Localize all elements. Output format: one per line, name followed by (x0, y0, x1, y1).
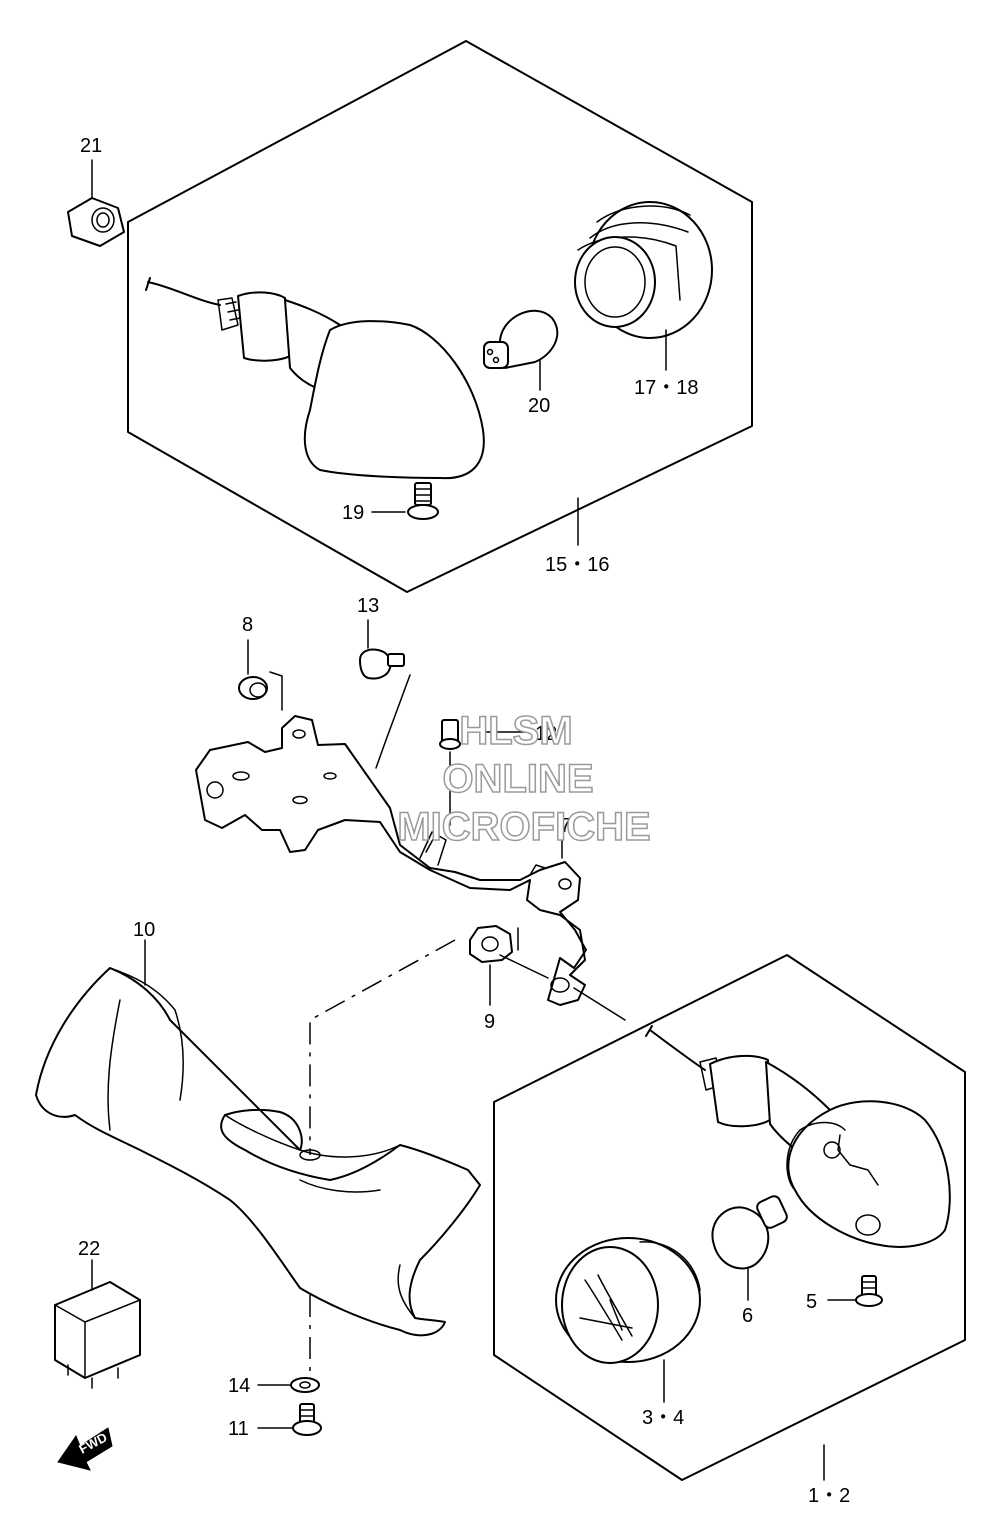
label-19: 19 (342, 502, 364, 524)
label-7: 7 (560, 815, 571, 837)
label-10: 10 (133, 919, 155, 941)
bolt-13 (359, 619, 411, 769)
label-5: 5 (806, 1291, 817, 1313)
label-1-2: 1・2 (808, 1485, 850, 1507)
nut-21 (67, 159, 125, 247)
label-11: 11 (228, 1418, 249, 1440)
watermark-line-2: ONLINE (442, 757, 593, 801)
watermark-line-1: HLSM (459, 709, 572, 753)
label-6: 6 (742, 1305, 753, 1327)
label-9: 9 (484, 1011, 495, 1033)
label-8: 8 (242, 614, 253, 636)
bulb-6 (711, 1195, 788, 1301)
screw-11 (257, 1403, 322, 1436)
label-20: 20 (528, 395, 550, 417)
turn-signal-body-15-16 (145, 277, 485, 480)
label-17-18: 17・18 (634, 377, 699, 399)
screw-19 (371, 482, 439, 520)
relay-22 (54, 1259, 141, 1389)
screw-5 (827, 1275, 883, 1307)
label-12: 12 (535, 723, 557, 745)
callout-labels: 21 17・18 20 19 15・16 13 8 12 7 10 9 22 6… (78, 135, 850, 1507)
bolt-12 (439, 719, 536, 826)
bracket-7 (195, 715, 587, 1006)
label-14: 14 (228, 1375, 250, 1397)
lens-3-4 (555, 1237, 701, 1403)
label-21: 21 (80, 135, 102, 157)
leader-line (309, 939, 456, 1155)
washer-14 (257, 1377, 320, 1393)
lens-17-18 (574, 201, 713, 371)
grommet-8 (238, 639, 283, 711)
turn-signal-body-1-2 (645, 1025, 951, 1248)
fwd-arrow-icon: FWD (57, 1427, 113, 1471)
watermark: HLSM ONLINE MICROFICHE (397, 708, 652, 850)
watermark-line-3: MICROFICHE (397, 805, 650, 849)
nut-9 (469, 925, 626, 1021)
bulb-20 (483, 309, 559, 391)
label-22: 22 (78, 1238, 100, 1260)
label-15-16: 15・16 (545, 554, 610, 576)
rear-turn-signal-assembly-15-16 (127, 40, 753, 593)
front-turn-signal-assembly-1-2 (493, 954, 966, 1481)
cover-10 (35, 939, 481, 1337)
label-3-4: 3・4 (642, 1407, 684, 1429)
label-13: 13 (357, 595, 379, 617)
